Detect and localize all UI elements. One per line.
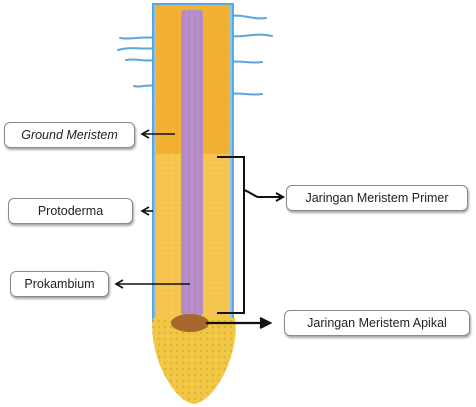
arrow-prokambium-head bbox=[114, 279, 124, 289]
label-ground-meristem: Ground Meristem bbox=[4, 122, 135, 148]
root-hair bbox=[229, 60, 263, 64]
root-hair bbox=[117, 47, 157, 51]
label-apical-meristem: Jaringan Meristem Apikal bbox=[284, 310, 470, 336]
apical-meristem-cells bbox=[171, 314, 209, 332]
primary-meristem-bracket bbox=[217, 156, 286, 314]
label-protoderma: Protoderma bbox=[8, 198, 133, 224]
label-primary-meristem: Jaringan Meristem Primer bbox=[286, 185, 468, 211]
annotation-arrows bbox=[114, 129, 190, 289]
root-hair bbox=[229, 33, 273, 38]
arrow-apical-meristem bbox=[206, 317, 273, 329]
label-prokambium: Prokambium bbox=[10, 271, 109, 297]
root-hair bbox=[229, 14, 267, 20]
arrow-ground-meristem-head bbox=[140, 129, 150, 139]
root-hair bbox=[119, 36, 157, 40]
arrow-protoderma-head bbox=[140, 206, 150, 216]
root-hair bbox=[229, 92, 263, 96]
root-hair bbox=[125, 58, 157, 62]
